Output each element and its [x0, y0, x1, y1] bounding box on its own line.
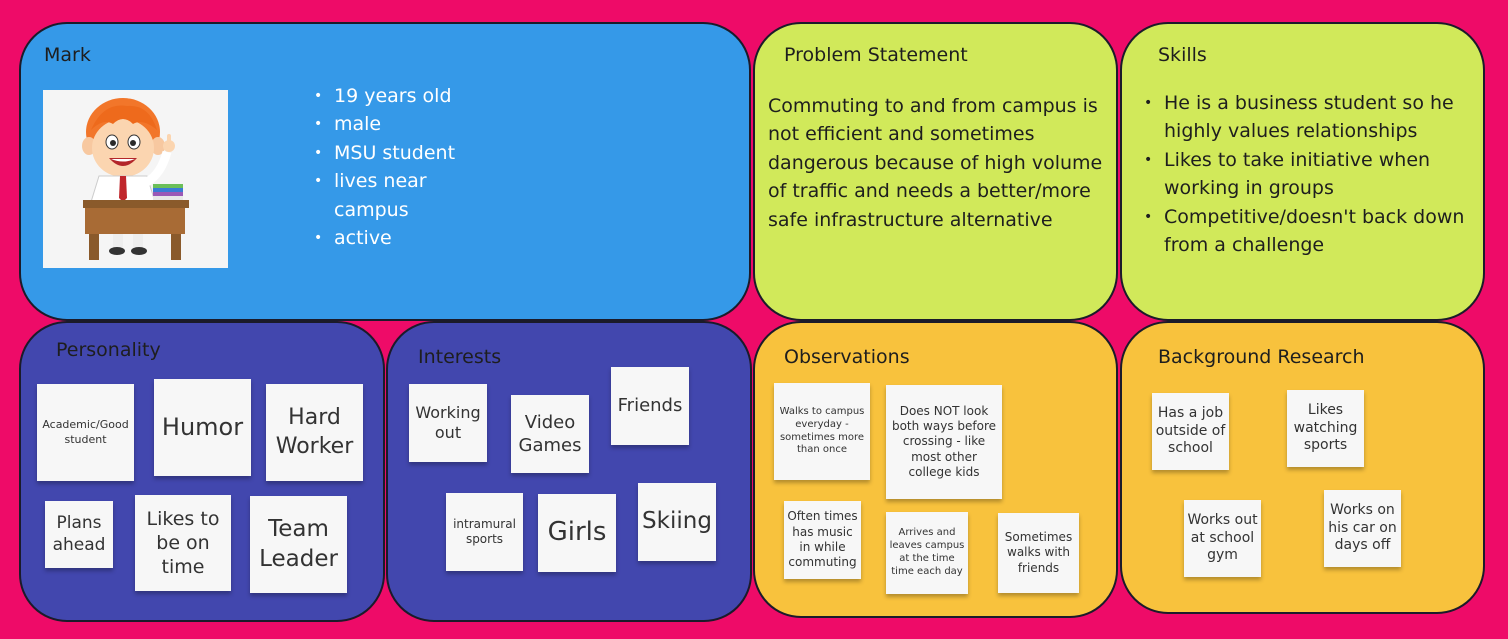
sticky-note-girls: Girls	[538, 494, 616, 572]
sticky-note-working-out: Working out	[409, 384, 487, 462]
persona-details-list: 19 years old male MSU student lives near…	[314, 82, 489, 253]
detail-gender: male	[314, 110, 489, 139]
sticky-note-walks-to-campus: Walks to campus everyday - sometimes mor…	[774, 383, 870, 480]
sticky-note-watching-sports: Likes watching sports	[1287, 390, 1364, 467]
skills-title: Skills	[1158, 44, 1207, 66]
skills-list: He is a business student so he highly va…	[1144, 89, 1479, 259]
interests-title: Interests	[418, 346, 502, 368]
personality-title: Personality	[56, 339, 161, 361]
sticky-note-works-on-car: Works on his car on days off	[1324, 490, 1401, 567]
detail-age: 19 years old	[314, 82, 489, 111]
sticky-note-music: Often times has music in while commuting	[784, 501, 861, 579]
problem-statement-title: Problem Statement	[784, 44, 968, 66]
sticky-note-plans-ahead: Plans ahead	[45, 501, 113, 568]
detail-school: MSU student	[314, 139, 489, 168]
skill-item: Likes to take initiative when working in…	[1144, 146, 1479, 203]
detail-activity: active	[314, 224, 489, 253]
sticky-note-humor: Humor	[154, 379, 251, 476]
sticky-note-skiing: Skiing	[638, 483, 716, 561]
student-avatar-image	[43, 90, 228, 268]
sticky-note-does-not-look: Does NOT look both ways before crossing …	[886, 385, 1002, 499]
cartoon-student-icon	[82, 98, 189, 260]
skills-panel: Skills He is a business student so he hi…	[1120, 22, 1485, 321]
sticky-note-friends: Friends	[611, 367, 689, 445]
persona-panel: Mark	[19, 22, 751, 321]
sticky-note-team-leader: Team Leader	[250, 496, 347, 593]
background-research-title: Background Research	[1158, 346, 1365, 368]
problem-statement-panel: Problem Statement Commuting to and from …	[753, 22, 1118, 321]
personality-panel: Personality Academic/Good student Humor …	[19, 321, 385, 622]
sticky-note-academic: Academic/Good student	[37, 384, 134, 481]
problem-statement-text: Commuting to and from campus is not effi…	[768, 95, 1103, 231]
sticky-note-has-job: Has a job outside of school	[1152, 393, 1229, 470]
skill-item: Competitive/doesn't back down from a cha…	[1144, 203, 1479, 260]
observations-panel: Observations Walks to campus everyday - …	[753, 321, 1118, 618]
sticky-note-intramural: intramural sports	[446, 493, 523, 571]
sticky-note-hard-worker: Hard Worker	[266, 384, 363, 481]
sticky-note-arrives-leaves: Arrives and leaves campus at the time ti…	[886, 512, 968, 594]
sticky-note-walks-with-friends: Sometimes walks with friends	[998, 513, 1079, 593]
sticky-note-school-gym: Works out at school gym	[1184, 500, 1261, 577]
skill-item: He is a business student so he highly va…	[1144, 89, 1479, 146]
sticky-note-on-time: Likes to be on time	[135, 495, 231, 591]
sticky-note-video-games: Video Games	[511, 395, 589, 473]
detail-residence: lives near campus	[314, 167, 489, 224]
background-research-panel: Background Research Has a job outside of…	[1120, 321, 1485, 614]
persona-name: Mark	[44, 44, 91, 66]
interests-panel: Interests Working out Video Games Friend…	[386, 321, 752, 622]
observations-title: Observations	[784, 346, 910, 368]
